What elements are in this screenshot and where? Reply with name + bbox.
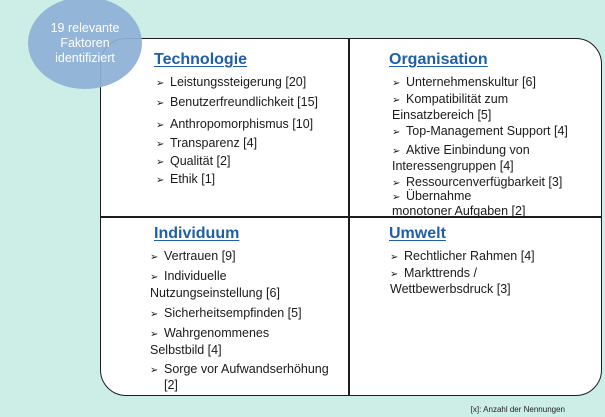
list-item: ➢Ethik [1] bbox=[156, 171, 215, 189]
arrow-bullet-icon: ➢ bbox=[150, 329, 159, 340]
list-item: ➢Kompatibilität zum bbox=[392, 91, 508, 109]
list-item: ➢Ressourcenverfügbarkeit [3] bbox=[392, 174, 562, 192]
list-item-continuation: Interessengruppen [4] bbox=[392, 159, 514, 173]
arrow-bullet-icon: ➢ bbox=[392, 146, 401, 157]
arrow-bullet-icon: ➢ bbox=[150, 309, 159, 320]
summary-badge: 19 relevante Faktoren identifiziert bbox=[28, 0, 142, 89]
arrow-bullet-icon: ➢ bbox=[156, 139, 165, 150]
list-item: ➢Übernahme bbox=[392, 188, 471, 206]
horizontal-divider bbox=[100, 216, 602, 218]
list-item: ➢Aktive Einbindung von bbox=[392, 142, 530, 160]
list-item: ➢Markttrends / bbox=[390, 265, 477, 283]
badge-line-2: Faktoren bbox=[60, 35, 110, 50]
list-item: ➢Sorge vor Aufwandserhöhung bbox=[150, 361, 329, 379]
arrow-bullet-icon: ➢ bbox=[156, 120, 165, 131]
arrow-bullet-icon: ➢ bbox=[390, 269, 399, 280]
arrow-bullet-icon: ➢ bbox=[150, 272, 159, 283]
list-item: ➢Rechtlicher Rahmen [4] bbox=[390, 248, 535, 266]
badge-line-1: 19 relevante bbox=[50, 20, 120, 35]
arrow-bullet-icon: ➢ bbox=[392, 95, 401, 106]
arrow-bullet-icon: ➢ bbox=[392, 192, 401, 203]
quadrant-title-individuum: Individuum bbox=[154, 225, 240, 242]
arrow-bullet-icon: ➢ bbox=[156, 157, 165, 168]
list-item: ➢Top-Management Support [4] bbox=[392, 123, 568, 141]
list-item: ➢Sicherheitsempfinden [5] bbox=[150, 305, 302, 323]
quadrant-title-umwelt: Umwelt bbox=[389, 225, 446, 242]
arrow-bullet-icon: ➢ bbox=[156, 78, 165, 89]
list-item: ➢Qualität [2] bbox=[156, 153, 230, 171]
list-item-continuation: monotoner Aufgaben [2] bbox=[392, 204, 526, 218]
list-item-continuation: [2] bbox=[164, 378, 178, 392]
quadrant-title-organisation: Organisation bbox=[389, 51, 488, 68]
arrow-bullet-icon: ➢ bbox=[150, 252, 159, 263]
arrow-bullet-icon: ➢ bbox=[392, 78, 401, 89]
list-item-continuation: Wettbewerbsdruck [3] bbox=[390, 282, 511, 296]
list-item: ➢Transparenz [4] bbox=[156, 135, 257, 153]
list-item: ➢Vertrauen [9] bbox=[150, 248, 236, 266]
arrow-bullet-icon: ➢ bbox=[150, 365, 159, 376]
arrow-bullet-icon: ➢ bbox=[156, 175, 165, 186]
list-item-continuation: Selbstbild [4] bbox=[150, 343, 222, 357]
arrow-bullet-icon: ➢ bbox=[392, 178, 401, 189]
list-item: ➢Leistungssteigerung [20] bbox=[156, 74, 306, 92]
list-item: ➢Unternehmenskultur [6] bbox=[392, 74, 536, 92]
list-item: ➢Individuelle bbox=[150, 268, 227, 286]
quadrant-title-technologie: Technologie bbox=[154, 51, 248, 68]
arrow-bullet-icon: ➢ bbox=[156, 98, 165, 109]
list-item-continuation: Nutzungseinstellung [6] bbox=[150, 286, 280, 300]
list-item: ➢Wahrgenommenes bbox=[150, 325, 269, 343]
list-item-continuation: Einsatzbereich [5] bbox=[392, 108, 492, 122]
arrow-bullet-icon: ➢ bbox=[392, 127, 401, 138]
list-item: ➢Benutzerfreundlichkeit [15] bbox=[156, 94, 318, 112]
footnote: [x]: Anzahl der Nennungen bbox=[470, 405, 565, 414]
arrow-bullet-icon: ➢ bbox=[390, 252, 399, 263]
list-item: ➢Anthropomorphismus [10] bbox=[156, 116, 313, 134]
badge-line-3: identifiziert bbox=[55, 50, 115, 65]
